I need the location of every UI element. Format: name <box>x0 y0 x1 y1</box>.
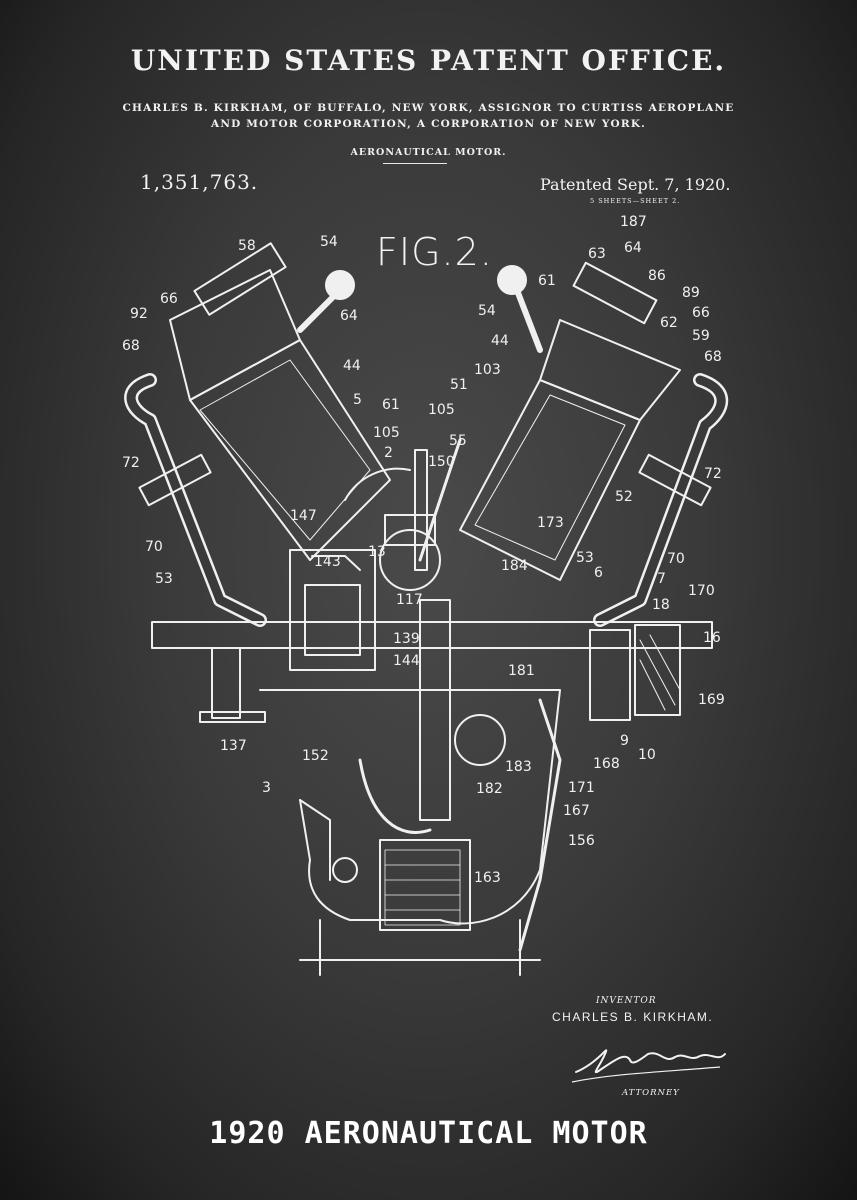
reference-numeral-143: 143 <box>314 554 341 570</box>
reference-numeral-184: 184 <box>501 558 528 574</box>
reference-numeral-51: 51 <box>450 377 468 393</box>
sheets-note: 5 SHEETS—SHEET 2. <box>590 197 681 205</box>
reference-numeral-13: 13 <box>368 544 386 560</box>
invention-title: AERONAUTICAL MOTOR. <box>350 147 507 158</box>
reference-numeral-92: 92 <box>130 306 148 322</box>
reference-numeral-44: 44 <box>343 358 361 374</box>
reference-numeral-168: 168 <box>593 756 620 772</box>
reference-numeral-171: 171 <box>568 780 595 796</box>
reference-numeral-139: 139 <box>393 631 420 647</box>
reference-numeral-44: 44 <box>491 333 509 349</box>
reference-numeral-63: 63 <box>588 246 606 262</box>
reference-numeral-169: 169 <box>698 692 725 708</box>
reference-numeral-163: 163 <box>474 870 501 886</box>
reference-numeral-59: 59 <box>692 328 710 344</box>
reference-numeral-70: 70 <box>667 551 685 567</box>
patent-number: 1,351,763. <box>140 170 259 194</box>
assignment-line-1: CHARLES B. KIRKHAM, OF BUFFALO, NEW YORK… <box>122 102 735 114</box>
reference-numeral-54: 54 <box>320 234 338 250</box>
crankcase <box>259 689 562 976</box>
reference-numeral-68: 68 <box>704 349 722 365</box>
reference-numeral-53: 53 <box>576 550 594 566</box>
reference-numeral-18: 18 <box>652 597 670 613</box>
reference-numeral-183: 183 <box>505 759 532 775</box>
reference-numeral-7: 7 <box>657 571 666 587</box>
patented-date: Patented Sept. 7, 1920. <box>540 175 731 194</box>
office-title: UNITED STATES PATENT OFFICE. <box>130 44 727 77</box>
reference-numeral-89: 89 <box>682 285 700 301</box>
reference-numeral-72: 72 <box>122 455 140 471</box>
reference-numeral-54: 54 <box>478 303 496 319</box>
reference-numeral-68: 68 <box>122 338 140 354</box>
reference-numeral-105: 105 <box>373 425 400 441</box>
reference-numeral-61: 61 <box>382 397 400 413</box>
reference-numeral-58: 58 <box>238 238 256 254</box>
reference-numeral-173: 173 <box>537 515 564 531</box>
assignment-text: CHARLES B. KIRKHAM, OF BUFFALO, NEW YORK… <box>70 100 787 132</box>
reference-numeral-147: 147 <box>290 508 317 524</box>
reference-numeral-152: 152 <box>302 748 329 764</box>
poster-caption: 1920 AERONAUTICAL MOTOR <box>209 1116 648 1151</box>
reference-numeral-53: 53 <box>155 571 173 587</box>
attorney-signature <box>571 1049 726 1083</box>
reference-numeral-16: 16 <box>703 630 721 646</box>
reference-numeral-9: 9 <box>620 733 629 749</box>
reference-numeral-52: 52 <box>615 489 633 505</box>
reference-numeral-55: 55 <box>449 433 467 449</box>
reference-numeral-3: 3 <box>262 780 271 796</box>
magneto-box <box>289 549 376 671</box>
reference-numeral-170: 170 <box>688 583 715 599</box>
reference-numeral-156: 156 <box>568 833 595 849</box>
title-divider <box>383 163 447 164</box>
engine-bearers <box>151 621 713 723</box>
reference-numeral-86: 86 <box>648 268 666 284</box>
reference-numeral-62: 62 <box>660 315 678 331</box>
center-gear-train <box>344 449 506 834</box>
reference-numeral-150: 150 <box>428 454 455 470</box>
attorney-role: ATTORNEY <box>622 1088 680 1098</box>
reference-numeral-181: 181 <box>508 663 535 679</box>
reference-numeral-137: 137 <box>220 738 247 754</box>
assignment-line-2: AND MOTOR CORPORATION, A CORPORATION OF … <box>210 118 647 130</box>
reference-numeral-66: 66 <box>160 291 178 307</box>
reference-numeral-105: 105 <box>428 402 455 418</box>
reference-numeral-64: 64 <box>624 240 642 256</box>
figure-label: FIG.2. <box>376 230 493 274</box>
reference-numeral-167: 167 <box>563 803 590 819</box>
reference-numeral-64: 64 <box>340 308 358 324</box>
reference-numeral-144: 144 <box>393 653 420 669</box>
reference-numeral-70: 70 <box>145 539 163 555</box>
reference-numeral-103: 103 <box>474 362 501 378</box>
right-cylinder-bank <box>418 261 729 627</box>
reference-numeral-61: 61 <box>538 273 556 289</box>
left-cylinder-bank <box>124 242 391 627</box>
reference-numeral-66: 66 <box>692 305 710 321</box>
reference-numeral-72: 72 <box>704 466 722 482</box>
reference-numeral-6: 6 <box>594 565 603 581</box>
inventor-role: INVENTOR <box>596 996 657 1006</box>
reference-numeral-182: 182 <box>476 781 503 797</box>
reference-numeral-2: 2 <box>384 445 393 461</box>
reference-numeral-187: 187 <box>620 214 647 230</box>
reference-numeral-5: 5 <box>353 392 362 408</box>
inventor-name: CHARLES B. KIRKHAM. <box>552 1010 714 1024</box>
reference-numeral-117: 117 <box>396 592 423 608</box>
reference-numeral-10: 10 <box>638 747 656 763</box>
